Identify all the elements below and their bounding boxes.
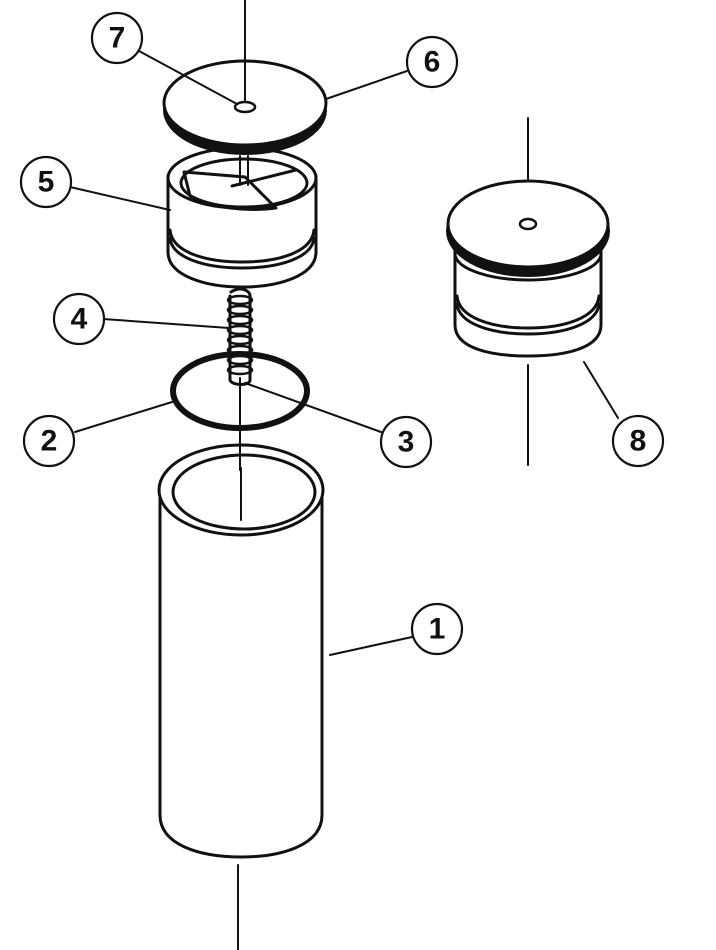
callout-4: 4 — [52, 292, 106, 346]
callout-4-label: 4 — [71, 303, 88, 336]
callout-7: 7 — [90, 11, 144, 65]
leader-lines — [69, 50, 619, 656]
part-1-cartridge-tube — [157, 443, 325, 950]
callout-5-label: 5 — [38, 166, 55, 199]
callout-3-label: 3 — [398, 426, 415, 459]
part-5-valve-cage — [166, 146, 318, 289]
callout-6: 6 — [405, 35, 459, 89]
callout-3: 3 — [379, 415, 433, 469]
callout-1: 1 — [410, 602, 464, 656]
callout-6-label: 6 — [424, 46, 441, 79]
callout-2-label: 2 — [41, 425, 58, 458]
callout-2: 2 — [22, 414, 76, 468]
part-4-spring — [226, 287, 254, 471]
callout-8: 8 — [611, 414, 665, 468]
callout-7-label: 7 — [109, 22, 126, 55]
callout-1-label: 1 — [429, 613, 446, 646]
part-7-centre-hole — [233, 100, 257, 114]
callout-5: 5 — [19, 155, 73, 209]
part-8-assembled-unit — [446, 117, 610, 466]
callout-8-label: 8 — [630, 425, 647, 458]
spring-coils — [226, 294, 254, 376]
